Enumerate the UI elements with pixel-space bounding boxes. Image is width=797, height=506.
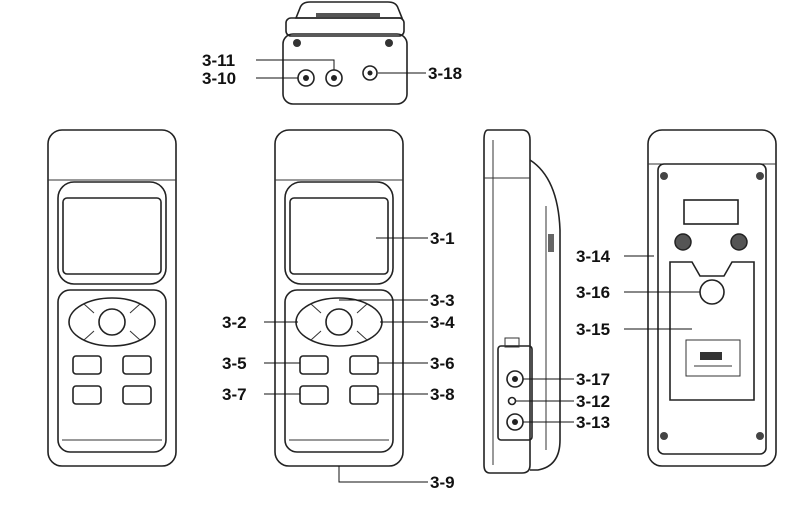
- callout-3-4: 3-4: [430, 313, 455, 332]
- callout-3-16: 3-16: [576, 283, 610, 302]
- callout-3-3: 3-3: [430, 291, 455, 310]
- tripod-screw-right: [730, 233, 748, 251]
- callout-3-1: 3-1: [430, 229, 455, 248]
- callout-3-6: 3-6: [430, 354, 455, 373]
- button-3-5: [299, 355, 329, 375]
- callout-3-7: 3-7: [222, 385, 247, 404]
- top-jack-right: [362, 65, 378, 81]
- tripod-screw-left: [674, 233, 692, 251]
- callout-3-8: 3-8: [430, 385, 455, 404]
- callout-3-2: 3-2: [222, 313, 247, 332]
- tripod-socket: [699, 279, 725, 305]
- front-view-labeled: [274, 129, 404, 467]
- button-3-8: [349, 385, 379, 405]
- callout-3-14: 3-14: [576, 247, 611, 266]
- back-view: [647, 129, 777, 467]
- callout-3-10: 3-10: [202, 69, 236, 88]
- side-hole-3-12: [507, 396, 517, 406]
- callout-3-13: 3-13: [576, 413, 610, 432]
- callout-3-18: 3-18: [428, 64, 462, 83]
- button-3-7: [299, 385, 329, 405]
- lcd-display: [289, 197, 389, 275]
- callout-3-17: 3-17: [576, 370, 610, 389]
- callout-3-15: 3-15: [576, 320, 610, 339]
- button-3-6: [349, 355, 379, 375]
- top-view: [282, 1, 408, 105]
- power-button: [325, 308, 353, 336]
- callout-3-11: 3-11: [202, 51, 235, 70]
- battery-cover: [669, 261, 755, 401]
- callout-3-12: 3-12: [576, 392, 610, 411]
- callout-3-9: 3-9: [430, 473, 455, 492]
- leader-lines: [256, 59, 700, 483]
- front-view-plain: [47, 129, 177, 467]
- callout-labels: 3-11 3-10 3-18 3-1 3-3 3-2 3-4 3-5 3-6 3…: [202, 51, 611, 492]
- callout-3-5: 3-5: [222, 354, 247, 373]
